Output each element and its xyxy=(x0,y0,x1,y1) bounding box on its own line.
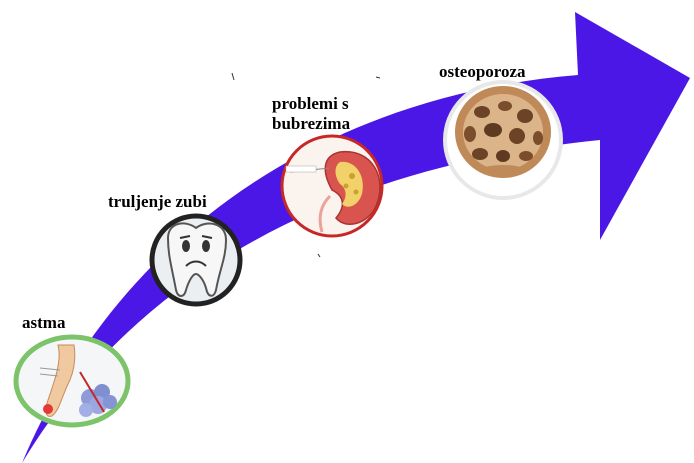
asthma-medallion xyxy=(16,337,128,425)
kidney-medallion xyxy=(282,136,382,236)
stray-mark xyxy=(376,77,380,78)
stage-label-bubrezi-line1: problemi s xyxy=(272,94,349,113)
stage-label-astma: astma xyxy=(22,313,65,332)
stage-label-bubrezi-line2: bubrezima xyxy=(272,114,350,133)
tooth-medallion xyxy=(152,216,240,304)
stray-mark xyxy=(318,254,320,257)
bone-medallion xyxy=(445,82,561,198)
porous-bone-icon xyxy=(455,86,551,178)
stage-label-truljenje-zubi: truljenje zubi xyxy=(108,192,207,211)
stray-mark xyxy=(232,73,234,80)
stage-label-osteoporoza: osteoporoza xyxy=(439,62,526,81)
